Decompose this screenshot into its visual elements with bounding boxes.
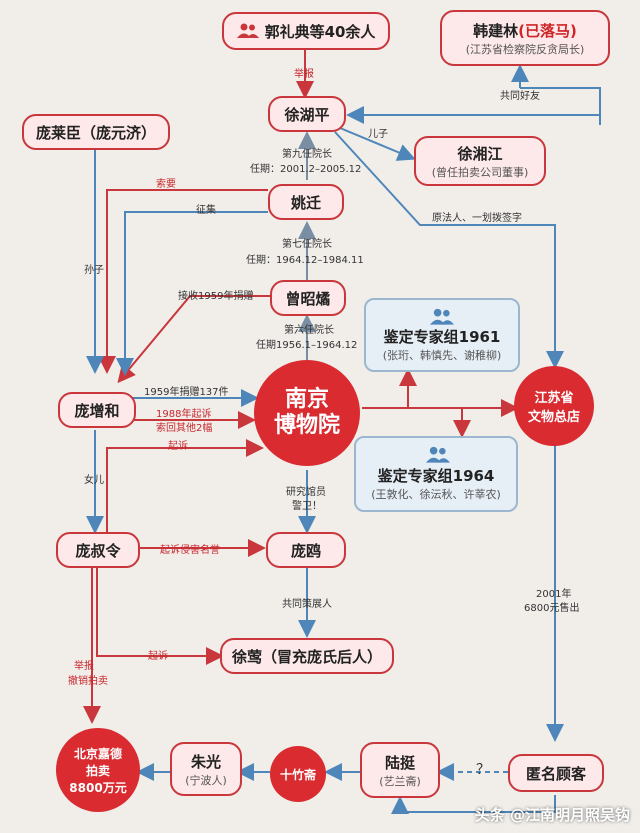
edge-faren xyxy=(334,131,564,369)
lu-ting-label: 陆挺 xyxy=(384,753,415,772)
label-researcher-1: 研究馆员 xyxy=(286,487,326,498)
jiade-label-2: 拍卖 xyxy=(85,763,110,778)
edge-sue-xuying xyxy=(96,568,224,665)
label-sue-1988-2: 索回其他2幅 xyxy=(156,423,213,434)
label-sixth-director-1: 第六任院长 xyxy=(284,325,334,336)
zhu-guang-label: 朱光 xyxy=(190,752,221,771)
label-co-curator: 共同策展人 xyxy=(282,599,332,610)
node-expert-1961: 鉴定专家组1961 (张珩、韩慎先、谢稚柳) xyxy=(364,298,520,372)
lu-ting-sub: (艺兰斋) xyxy=(379,774,421,788)
expert-1961-sub: (张珩、韩慎先、谢稚柳) xyxy=(382,348,502,362)
node-shizhuzhai: 十竹斋 xyxy=(270,746,326,802)
node-expert-1964: 鉴定专家组1964 (王敦化、徐沄秋、许莘农) xyxy=(354,436,518,512)
label-son: 儿子 xyxy=(368,129,388,140)
expert-1964-label: 鉴定专家组1964 xyxy=(377,466,495,485)
edge-sue-museum xyxy=(106,439,264,535)
zhu-guang-sub: (宁波人) xyxy=(185,773,227,787)
edge-xu-son xyxy=(339,127,416,161)
person-group-icon xyxy=(426,446,450,463)
edge-jieshou xyxy=(117,295,270,384)
label-jubao-2-1: 举报 xyxy=(74,661,94,672)
node-lu-ting: 陆挺 (艺兰斋) xyxy=(360,742,440,798)
label-researcher-2: 警卫！ xyxy=(292,501,322,512)
label-question: ？ xyxy=(476,762,490,778)
edge-zhengji xyxy=(116,211,268,376)
label-sue-reputation: 起诉侵害名誉 xyxy=(160,545,220,556)
label-daughter: 女儿 xyxy=(84,475,104,486)
xu-xiangjiang-label: 徐湘江 xyxy=(457,144,503,163)
person-group-icon xyxy=(430,308,454,325)
label-seventh-director-1: 第七任院长 xyxy=(282,239,332,250)
label-qisu-xuying: 起诉 xyxy=(148,651,168,662)
node-han-jianlin: 韩建林(已落马) (江苏省检察院反贪局长) xyxy=(440,10,610,66)
label-suoyao: 索要 xyxy=(156,179,176,190)
label-zhengji: 征集 xyxy=(196,205,216,216)
xu-ying-label: 徐莺（冒充庞氏后人） xyxy=(231,647,382,666)
pang-zenghe-label: 庞增和 xyxy=(74,401,120,420)
node-zeng-zhaoyu: 曾昭燏 xyxy=(270,280,346,316)
node-guo-lidian: 郭礼典等40余人 xyxy=(222,12,390,50)
person-group-icon xyxy=(236,23,259,38)
label-common-friend: 共同好友 xyxy=(500,91,540,102)
xu-xiangjiang-sub: (曾任拍卖公司董事) xyxy=(431,165,529,179)
watermark: 头条 @江南明月照吴钩 xyxy=(474,806,630,824)
edge-anon-han xyxy=(391,795,556,814)
label-jieshou: 接收1959年捐赠 xyxy=(178,291,254,302)
expert-1961-label: 鉴定专家组1961 xyxy=(383,327,501,346)
label-sold-2001-1: 2001年 xyxy=(536,589,572,600)
han-jianlin-tag: (已落马) xyxy=(518,21,577,40)
store-label-1: 江苏省 xyxy=(534,391,574,406)
node-pang-shuling: 庞叔令 xyxy=(56,532,140,568)
node-xu-ying: 徐莺（冒充庞氏后人） xyxy=(220,638,394,674)
label-ninth-director-2: 任期：2001.2–2005.12 xyxy=(250,164,362,175)
label-sunzi: 孙子 xyxy=(84,265,104,276)
anonymous-label: 匿名顾客 xyxy=(525,764,586,783)
pang-ou-label: 庞鸥 xyxy=(290,541,321,560)
label-qisu-museum: 起诉 xyxy=(168,441,188,452)
node-xu-huping: 徐湖平 xyxy=(268,96,346,132)
node-zhu-guang: 朱光 (宁波人) xyxy=(170,742,242,796)
museum-label-1: 南京 xyxy=(284,387,329,412)
node-beijing-jiade: 北京嘉德 拍卖 8800万元 xyxy=(56,728,140,812)
label-sixth-director-2: 任期1956.1–1964.12 xyxy=(256,340,358,351)
node-pang-zenghe: 庞增和 xyxy=(58,392,136,428)
guo-lidian-label: 郭礼典等40余人 xyxy=(264,22,376,41)
label-sue-1988-1: 1988年起诉 xyxy=(156,409,212,420)
node-anonymous: 匿名顾客 xyxy=(508,754,604,792)
label-jubao-2-2: 撤销拍卖 xyxy=(68,676,108,687)
jiade-label-1: 北京嘉德 xyxy=(73,746,122,761)
node-xu-xiangjiang: 徐湘江 (曾任拍卖公司董事) xyxy=(414,136,546,186)
shizhuzhai-label: 十竹斋 xyxy=(279,767,316,782)
han-jianlin-sub: (江苏省检察院反贪局长) xyxy=(465,42,585,56)
label-ninth-director-1: 第九任院长 xyxy=(282,149,332,160)
label-sold-2001-2: 6800元售出 xyxy=(524,603,580,614)
jiade-label-3: 8800万元 xyxy=(69,780,127,795)
edge-suoyao xyxy=(98,189,268,374)
xu-huping-label: 徐湖平 xyxy=(284,105,330,124)
node-pang-laichen: 庞莱臣（庞元济） xyxy=(22,114,170,150)
museum-label-2: 博物院 xyxy=(273,413,340,438)
label-donate-1959: 1959年捐赠137件 xyxy=(144,387,229,398)
label-jubao: 举报 xyxy=(294,69,314,80)
edge-friends-xu xyxy=(346,87,601,124)
label-faren: 原法人、一划拨签字 xyxy=(432,213,522,224)
node-nanjing-museum: 南京 博物院 xyxy=(254,360,360,466)
han-jianlin-label: 韩建林 xyxy=(473,21,519,40)
zeng-zhaoyu-label: 曾昭燏 xyxy=(285,289,331,308)
node-jiangsu-store: 江苏省 文物总店 xyxy=(514,366,594,446)
store-label-2: 文物总店 xyxy=(527,410,580,425)
node-yao-qian: 姚迁 xyxy=(268,184,344,220)
node-pang-ou: 庞鸥 xyxy=(266,532,346,568)
yao-qian-label: 姚迁 xyxy=(290,193,321,212)
label-seventh-director-2: 任期：1964.12–1984.11 xyxy=(246,255,364,266)
expert-1964-sub: (王敦化、徐沄秋、许莘农) xyxy=(371,487,501,501)
pang-shuling-label: 庞叔令 xyxy=(75,541,121,560)
pang-laichen-label: 庞莱臣（庞元济） xyxy=(35,123,156,142)
